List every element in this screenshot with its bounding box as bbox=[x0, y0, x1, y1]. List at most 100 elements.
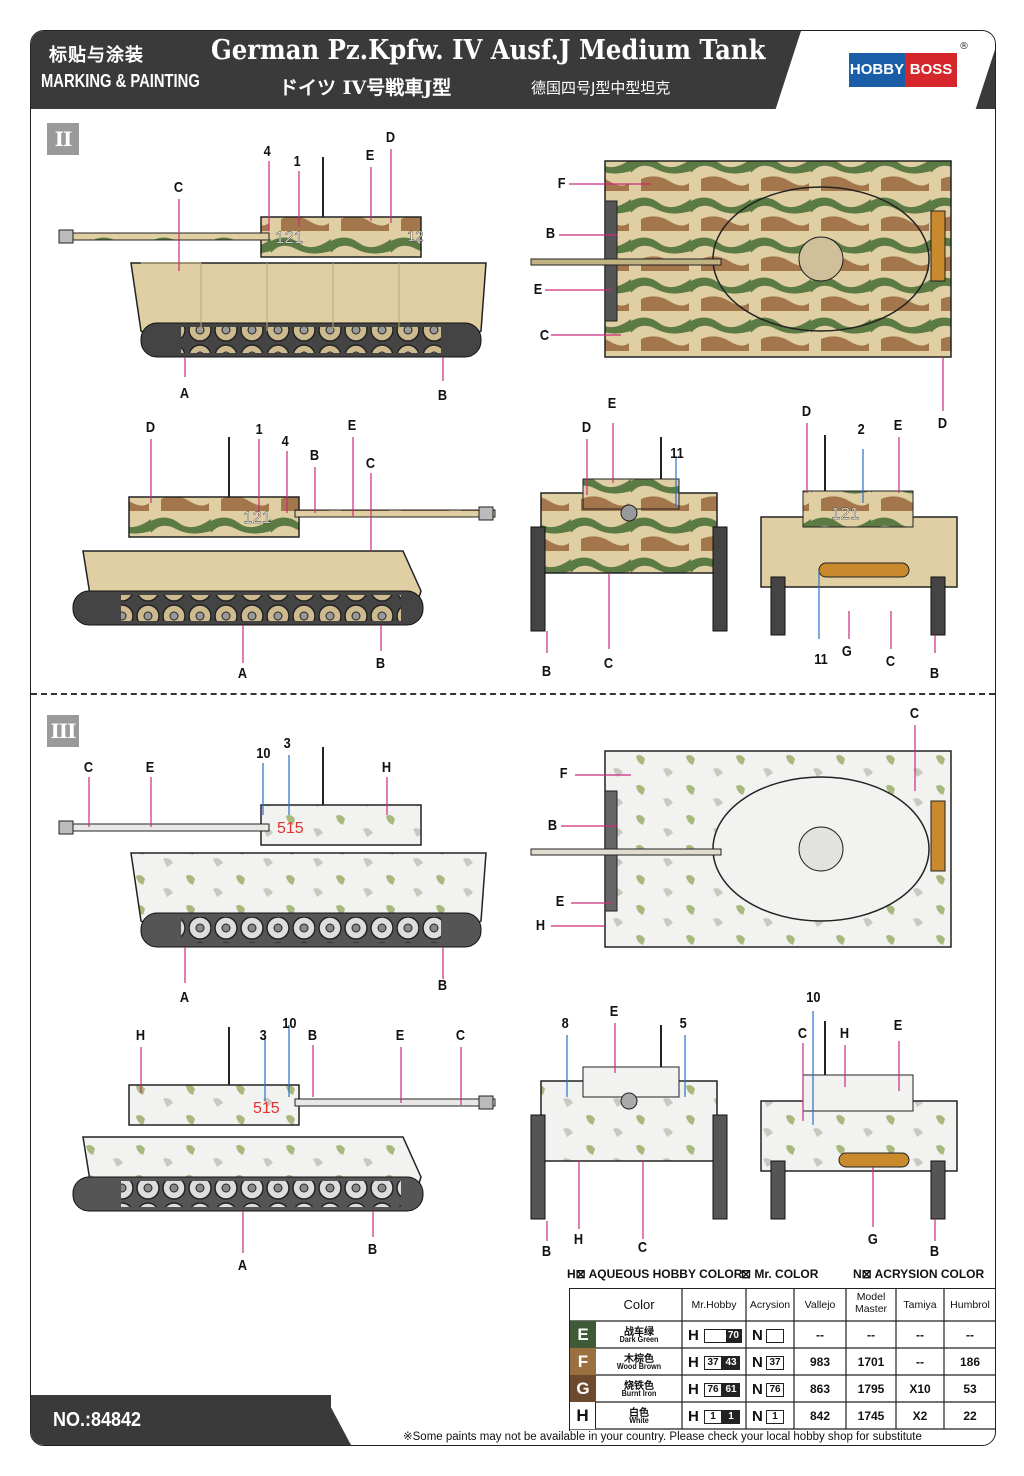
row-h-code-2: 61 bbox=[722, 1383, 740, 1397]
color-table-grid bbox=[570, 1289, 995, 1430]
tank-rear-view-1 bbox=[760, 435, 958, 636]
row-h-code-1: 76 bbox=[704, 1383, 722, 1397]
callout-s2-rear-e: E bbox=[893, 417, 903, 434]
row-vallejo: 863 bbox=[809, 1382, 831, 1396]
callout-s3-side2-10: 10 bbox=[282, 1015, 297, 1032]
callout-s3-top-h: H bbox=[535, 917, 546, 934]
tank-side-view-4 bbox=[72, 1027, 496, 1212]
row-n-code bbox=[766, 1329, 784, 1343]
row-h-prefix: H bbox=[688, 1381, 699, 1398]
logo-hobby: HOBBY bbox=[849, 53, 905, 87]
paint-note: ※Some paints may not be available in you… bbox=[403, 1431, 922, 1443]
callout-s2-side2-c: C bbox=[365, 455, 376, 472]
callout-s2-rear-g: G bbox=[841, 643, 852, 660]
row-h-code-1: 1 bbox=[704, 1410, 722, 1424]
turret-number-s2-c: 121 bbox=[243, 508, 271, 527]
legend-mr-color: ⊠ Mr. COLOR bbox=[741, 1267, 819, 1281]
callout-s3-top-c: C bbox=[909, 705, 920, 722]
callout-s2-side2-e: E bbox=[347, 417, 357, 434]
row-vallejo: -- bbox=[816, 1328, 824, 1342]
callout-s2-side1-e: E bbox=[365, 147, 375, 164]
tank-side-view-1 bbox=[58, 157, 487, 358]
turret-number-s2-a: 121 bbox=[275, 228, 303, 247]
callout-s2-top-b: B bbox=[545, 225, 556, 242]
row-tamiya: -- bbox=[916, 1355, 924, 1369]
callout-s2-side1-a: A bbox=[179, 385, 190, 402]
row-en: White bbox=[629, 1416, 649, 1425]
row-vallejo: 842 bbox=[809, 1409, 831, 1423]
hobbyboss-logo: HOBBY BOSS ® bbox=[849, 41, 969, 87]
row-cn: 烧铁色 bbox=[624, 1381, 654, 1392]
callout-lines-blue bbox=[262, 449, 864, 1125]
turret-number-s2-b: 12 bbox=[407, 228, 424, 245]
row-cn: 白色 bbox=[629, 1408, 649, 1419]
tank-front-view-1 bbox=[530, 437, 728, 632]
row-humbrol: 22 bbox=[963, 1409, 977, 1423]
row-cn: 木棕色 bbox=[624, 1354, 654, 1365]
callout-s2-front-11: 11 bbox=[670, 445, 684, 462]
table-row: F 木棕色 Wood Brown H 37 43 N 37 983 1701 -… bbox=[570, 1348, 995, 1375]
callout-s3-rear-e: E bbox=[893, 1017, 903, 1034]
row-h-code-2: 1 bbox=[722, 1410, 740, 1424]
callout-s3-front-e: E bbox=[609, 1003, 619, 1020]
callout-s2-rear-b: B bbox=[929, 665, 940, 682]
callout-s3-side2-h: H bbox=[135, 1027, 146, 1044]
row-modelmaster: 1701 bbox=[857, 1355, 885, 1369]
row-h-code-1: 37 bbox=[704, 1356, 722, 1370]
callout-s3-front-c: C bbox=[637, 1239, 648, 1256]
row-tamiya: -- bbox=[916, 1328, 924, 1342]
callout-s2-side2-d: D bbox=[145, 419, 156, 436]
callout-s3-side2-e: E bbox=[395, 1027, 405, 1044]
logo-boss: BOSS bbox=[905, 53, 957, 87]
row-en: Burnt Iron bbox=[621, 1389, 657, 1398]
row-n-prefix: N bbox=[752, 1381, 763, 1398]
row-h-code-2: 43 bbox=[722, 1356, 740, 1370]
turret-number-s2-d: 121 bbox=[831, 504, 859, 523]
tank-top-view-2 bbox=[530, 750, 952, 948]
page-title: German Pz.Kpfw. IV Ausf.J Medium Tank bbox=[211, 35, 766, 66]
callout-s3-rear-h: H bbox=[839, 1025, 850, 1042]
row-modelmaster: 1745 bbox=[857, 1409, 885, 1423]
table-header-tamiya: Tamiya bbox=[903, 1299, 937, 1311]
callout-s3-front-b: B bbox=[541, 1243, 552, 1260]
callout-s2-rear-2: 2 bbox=[857, 421, 865, 438]
row-h-prefix: H bbox=[688, 1327, 699, 1344]
callout-s2-side2-a: A bbox=[237, 665, 248, 682]
table-header-humbrol: Humbrol bbox=[950, 1299, 990, 1311]
callout-s3-rear-b: B bbox=[929, 1243, 940, 1260]
row-n-code: 1 bbox=[766, 1410, 784, 1424]
row-h-code: 70 bbox=[704, 1329, 742, 1343]
callout-s3-top-f: F bbox=[559, 765, 568, 782]
row-n-code: 76 bbox=[766, 1383, 784, 1397]
table-row: E 战车绿 Dark Green H 70 N -- -- -- -- bbox=[570, 1321, 995, 1348]
callout-s2-top-c: C bbox=[539, 327, 550, 344]
table-header-modelmaster: Model Master bbox=[854, 1291, 888, 1315]
callout-s2-side1-d: D bbox=[385, 129, 396, 146]
table-row: H 白色 White H 1 1 N 1 842 1745 X2 22 bbox=[570, 1402, 995, 1429]
table-header-vallejo: Vallejo bbox=[804, 1299, 836, 1311]
row-humbrol: -- bbox=[966, 1328, 974, 1342]
row-h-prefix: H bbox=[688, 1408, 699, 1425]
registered-mark: ® bbox=[959, 41, 969, 52]
row-modelmaster: -- bbox=[867, 1328, 875, 1342]
callout-s3-top-e: E bbox=[555, 893, 565, 910]
page-title-jp: ドイツ IV号戦車J型 bbox=[279, 77, 452, 99]
row-letter-f: F bbox=[570, 1348, 596, 1375]
callout-s3-rear-c: C bbox=[797, 1025, 808, 1042]
row-letter-g: G bbox=[570, 1375, 596, 1402]
row-letter-h: H bbox=[570, 1402, 596, 1429]
color-table: Color Mr.Hobby Acrysion Vallejo Model Ma… bbox=[569, 1288, 995, 1431]
callout-s3-side1-c: C bbox=[83, 759, 94, 776]
callout-s2-front-b: B bbox=[541, 663, 552, 680]
row-en: Wood Brown bbox=[616, 1362, 662, 1371]
tank-front-view-2 bbox=[530, 1025, 728, 1220]
callout-s3-side2-c: C bbox=[455, 1027, 466, 1044]
header-marking-painting: MARKING & PAINTING bbox=[41, 71, 200, 91]
callout-s3-side1-e: E bbox=[145, 759, 155, 776]
row-letter-e: E bbox=[570, 1321, 596, 1348]
callout-s2-front-d: D bbox=[581, 419, 592, 436]
callout-s2-front-c: C bbox=[603, 655, 614, 672]
callout-s2-rear-d: D bbox=[801, 403, 812, 420]
callout-s3-rear-g: G bbox=[867, 1231, 878, 1248]
row-n-code: 37 bbox=[766, 1356, 784, 1370]
